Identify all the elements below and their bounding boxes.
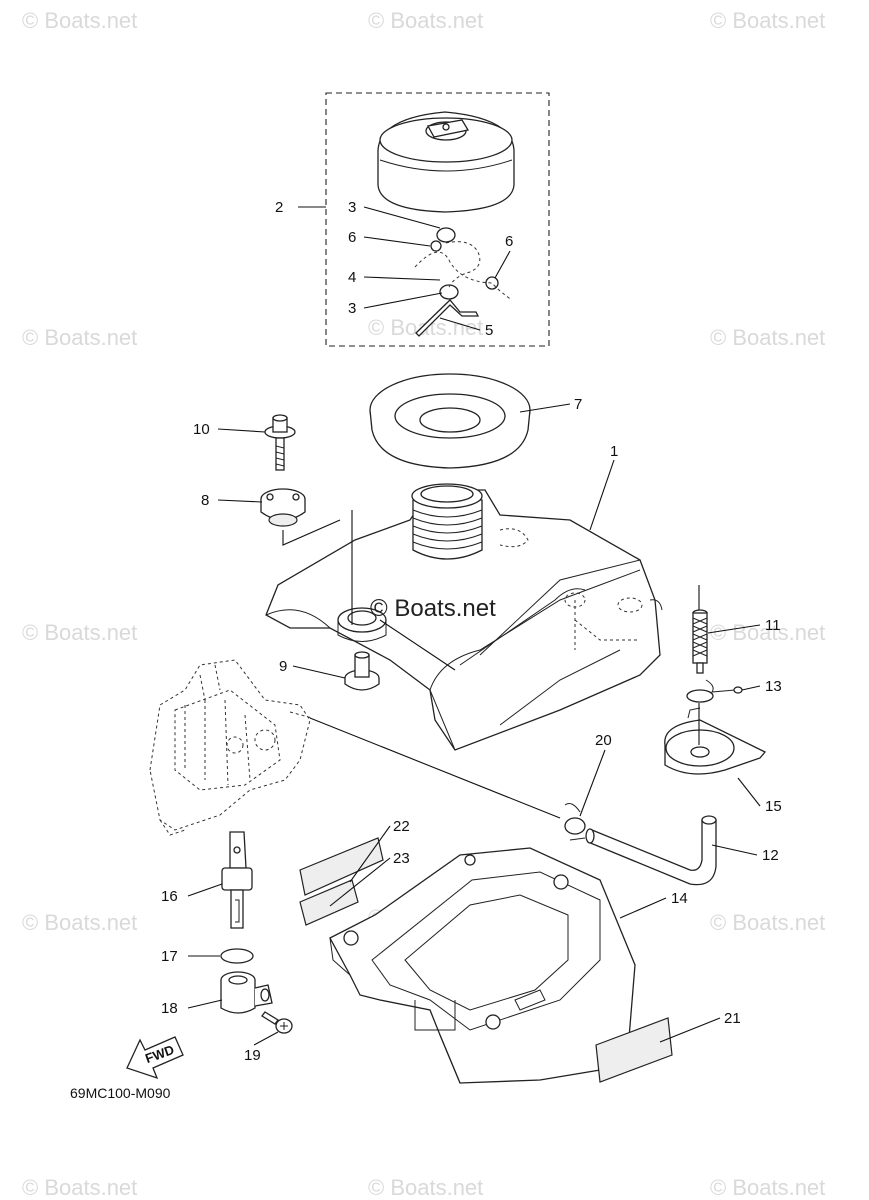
watermark: © Boats.net	[710, 8, 825, 33]
fwd-arrow: FWD	[126, 1036, 184, 1080]
callout-12: 12	[762, 847, 779, 864]
callout-20: 20	[595, 732, 612, 749]
callout-16: 16	[161, 888, 178, 905]
hose-clip-20	[564, 803, 586, 841]
watermark: © Boats.net	[710, 910, 825, 935]
collar-9	[344, 651, 380, 691]
watermark: © Boats.net	[22, 325, 137, 350]
connector-line	[282, 519, 341, 546]
bracket-14	[329, 847, 636, 1084]
callout-22: 22	[393, 818, 410, 835]
watermark: © Boats.net	[710, 620, 825, 645]
watermark: © Boats.net	[22, 620, 137, 645]
watermark: © Boats.net	[710, 1175, 825, 1200]
fuel-hose-12	[585, 815, 717, 886]
callout-leaders	[187, 206, 761, 1046]
callout-23: 23	[393, 850, 410, 867]
callout-8: 8	[201, 492, 209, 509]
callout-4: 4	[348, 269, 356, 286]
connector-line	[309, 717, 561, 819]
fuel-cap-assembly-box	[325, 92, 550, 347]
knob-18	[220, 971, 273, 1014]
cap-chain-assembly	[414, 227, 513, 337]
fuel-cap	[377, 111, 515, 213]
label-21-sticker	[595, 1017, 673, 1083]
callout-9: 9	[279, 658, 287, 675]
callout-14: 14	[671, 890, 688, 907]
callout-11: 11	[765, 617, 781, 634]
watermark: © Boats.net	[22, 1175, 137, 1200]
drawing-code: 69MC100-M090	[70, 1085, 171, 1101]
callout-13: 13	[765, 678, 782, 695]
callout-numbers: 1 2 3 3 4 5 6 6 7 8 9 10 11 12 13 14 15 …	[161, 199, 782, 1064]
screw-19	[261, 1011, 293, 1034]
callout-18: 18	[161, 1000, 178, 1017]
watermark: © Boats.net	[22, 910, 137, 935]
callout-21: 21	[724, 1010, 741, 1027]
watermark: © Boats.net	[368, 1175, 483, 1200]
damper-8	[260, 488, 306, 527]
callout-6: 6	[505, 233, 513, 250]
holder-15	[664, 707, 767, 775]
carburetor	[149, 659, 313, 836]
clip-13	[686, 679, 743, 703]
callout-10: 10	[193, 421, 210, 438]
o-ring-17	[220, 948, 254, 964]
callout-6: 6	[348, 229, 356, 246]
callout-5: 5	[485, 322, 493, 339]
bolt-10	[264, 414, 296, 471]
choke-rod-16	[221, 831, 253, 929]
center-watermark: © Boats.net	[370, 595, 496, 622]
watermark: © Boats.net	[368, 8, 483, 33]
callout-1: 1	[610, 443, 618, 460]
grommet	[369, 373, 531, 469]
watermark: © Boats.net	[710, 325, 825, 350]
callout-19: 19	[244, 1047, 261, 1064]
callout-3: 3	[348, 199, 356, 216]
filter-11	[692, 609, 708, 674]
callout-2: 2	[275, 199, 283, 216]
label-22-sticker	[299, 837, 384, 896]
callout-17: 17	[161, 948, 178, 965]
fuel-tank	[265, 483, 663, 751]
connector-line	[379, 619, 456, 671]
label-23-sticker	[299, 879, 359, 926]
watermark: © Boats.net	[22, 8, 137, 33]
callout-3: 3	[348, 300, 356, 317]
callout-7: 7	[574, 396, 582, 413]
callout-15: 15	[765, 798, 782, 815]
